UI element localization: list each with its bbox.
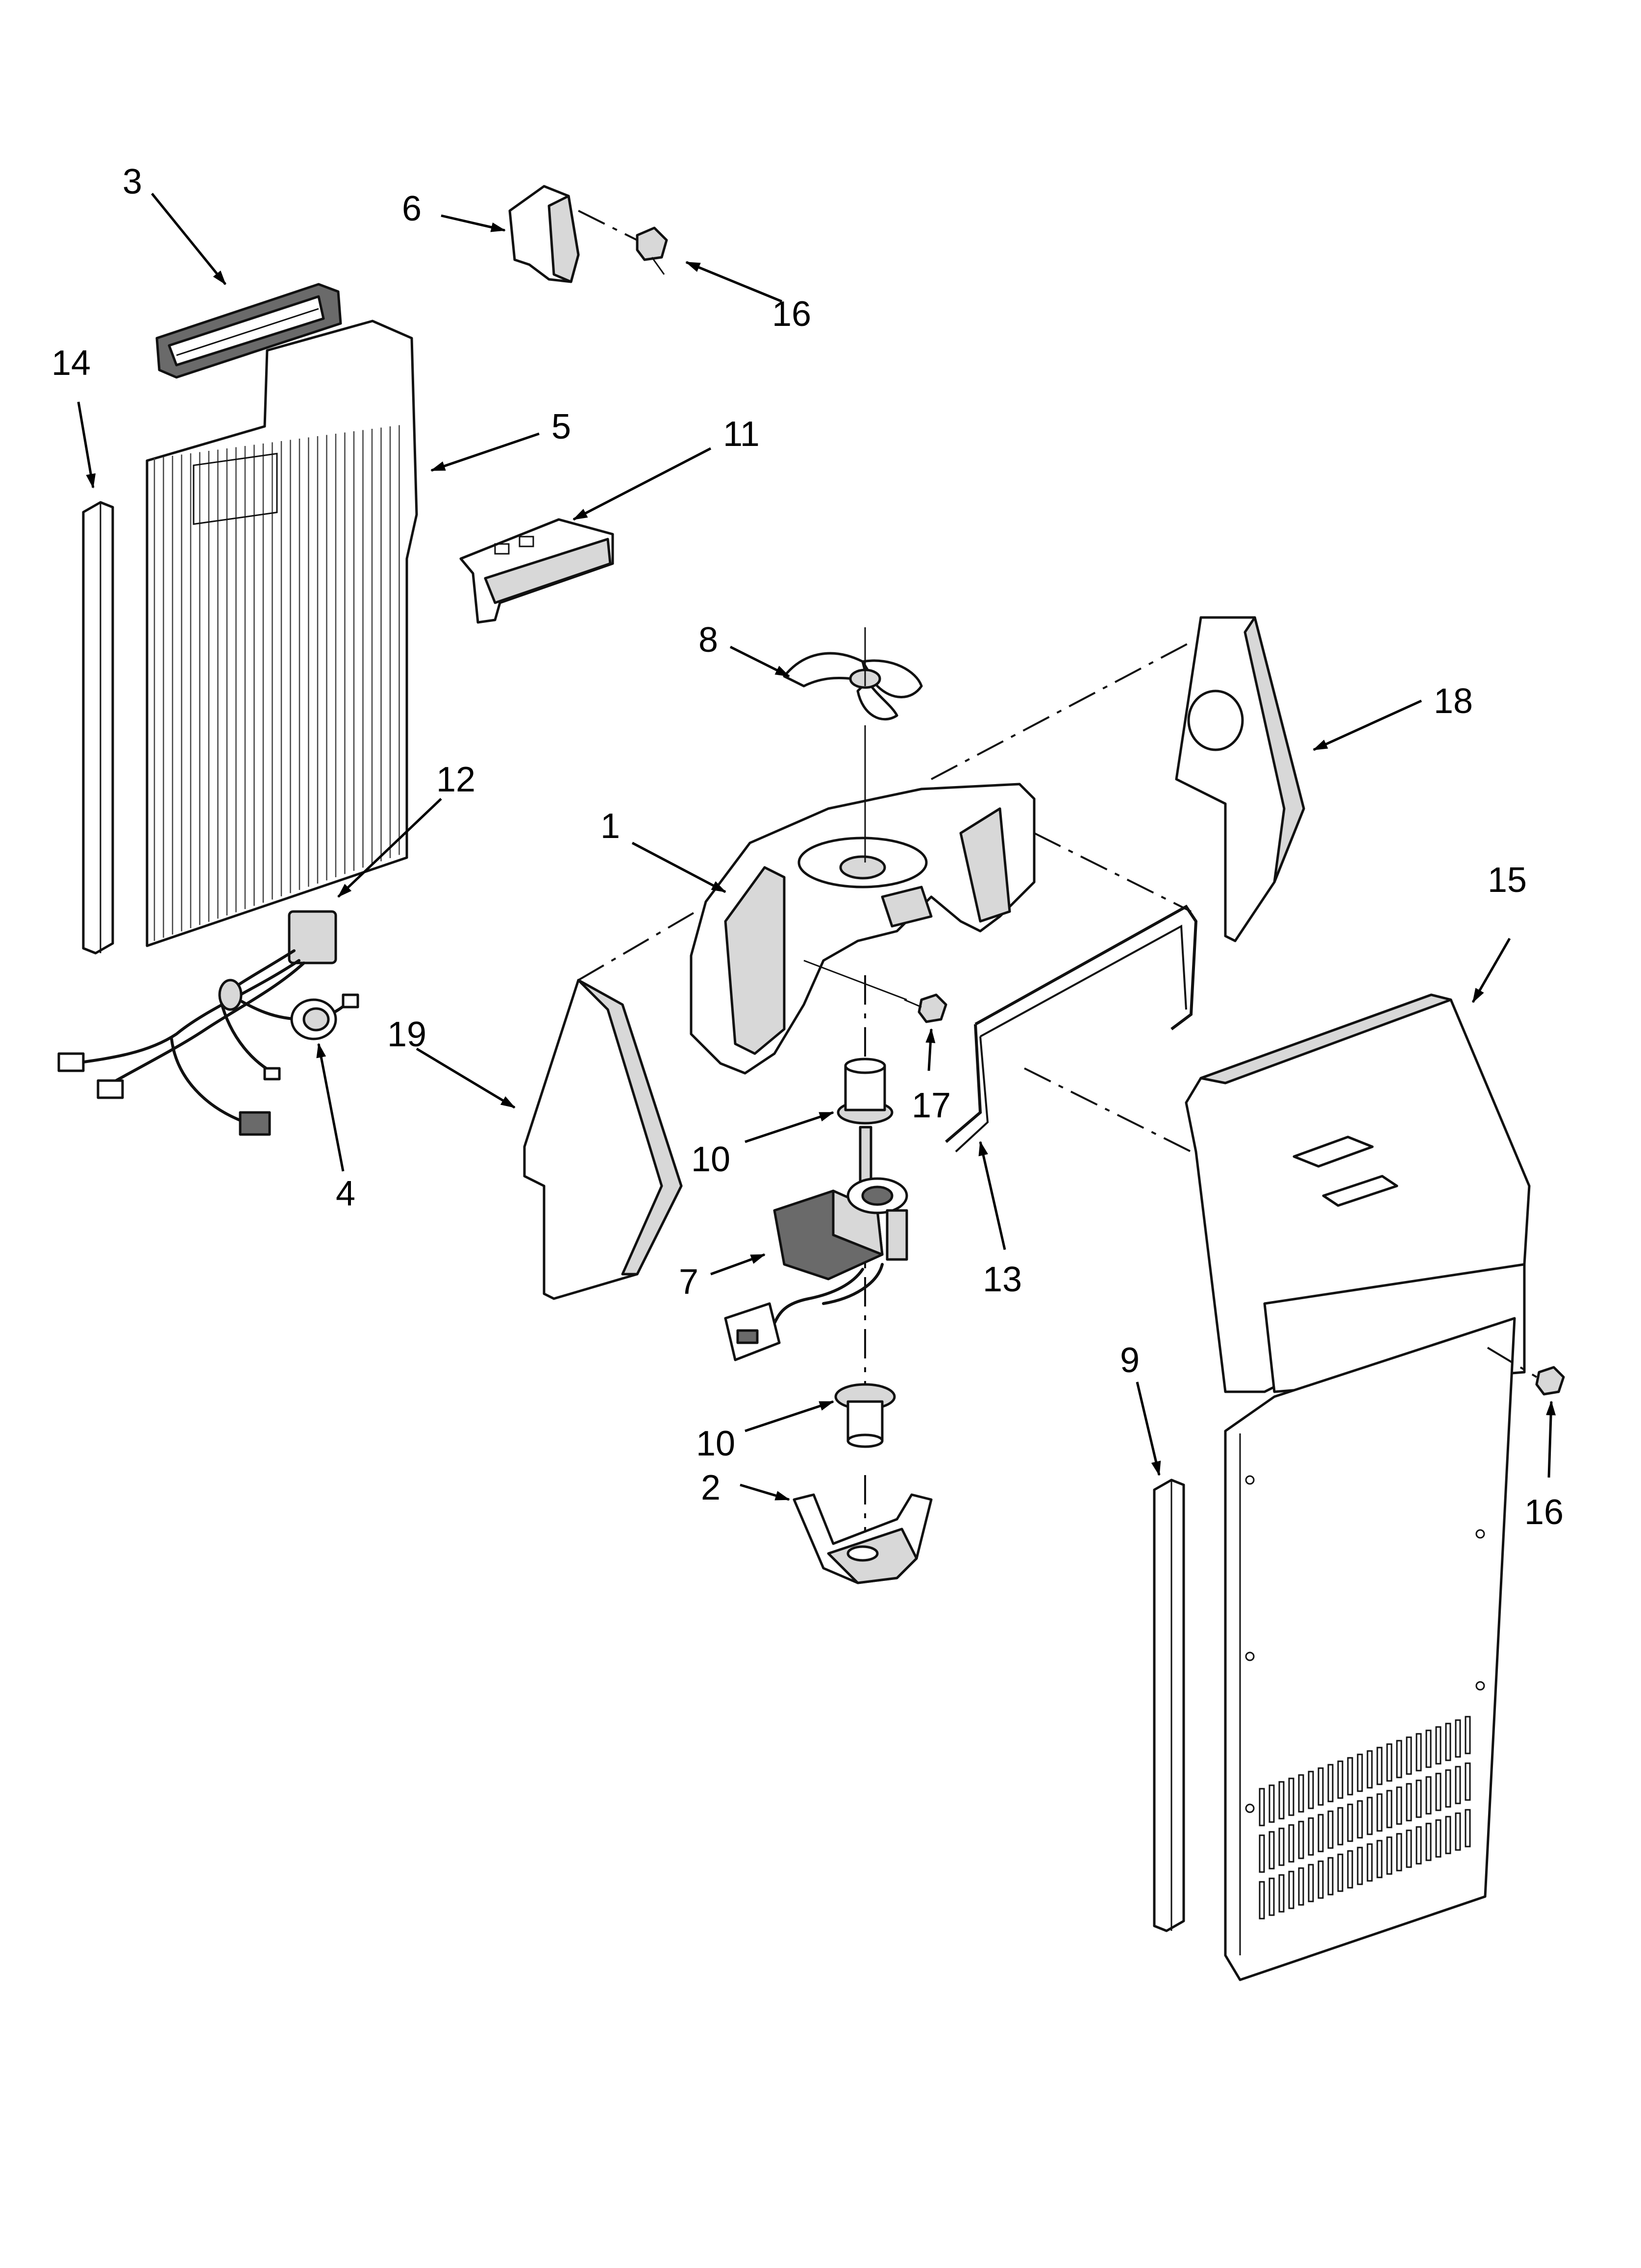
part-15-rear-panel xyxy=(1185,993,1531,1981)
callout-10-upper: 10 xyxy=(691,1140,730,1179)
callout-8: 8 xyxy=(698,620,718,660)
callout-3: 3 xyxy=(123,162,142,201)
part-6-block xyxy=(508,185,580,283)
part-7-motor xyxy=(724,1126,908,1361)
callout-10-lower: 10 xyxy=(696,1424,735,1463)
part-19-gasket xyxy=(523,979,683,1300)
callout-4: 4 xyxy=(336,1174,355,1213)
part-14-strip xyxy=(82,501,114,955)
callout-5: 5 xyxy=(551,407,571,446)
part-16-screw-right xyxy=(1487,1347,1565,1396)
part-2-motor-bracket xyxy=(793,1493,933,1584)
callout-9: 9 xyxy=(1120,1341,1140,1380)
part-17-screw xyxy=(803,960,947,1023)
part-16-screw-top xyxy=(578,210,668,275)
part-10-grommet-upper xyxy=(837,1058,894,1125)
callout-16-right: 16 xyxy=(1524,1493,1564,1532)
part-12-wire-harness xyxy=(57,910,359,1136)
part-18-gasket xyxy=(1175,616,1305,942)
part-11-bracket xyxy=(459,518,614,624)
callout-19: 19 xyxy=(387,1015,426,1054)
callout-15: 15 xyxy=(1488,861,1527,900)
part-1-fan-housing xyxy=(690,783,1036,1075)
callout-18: 18 xyxy=(1434,682,1473,721)
part-13-wire-frame xyxy=(945,905,1198,1153)
callout-labels: 1 2 3 4 5 6 7 8 9 10 10 11 12 13 14 15 1… xyxy=(51,162,1564,1532)
part-3-bracket xyxy=(155,283,342,379)
callout-13: 13 xyxy=(983,1260,1022,1299)
part-10-grommet-lower xyxy=(834,1383,896,1448)
part-9-strip xyxy=(1153,1479,1185,1932)
callout-7: 7 xyxy=(679,1262,698,1302)
callout-2: 2 xyxy=(701,1468,721,1507)
callout-16-top: 16 xyxy=(772,295,811,334)
part-8-fan-blade xyxy=(783,627,923,721)
callout-11: 11 xyxy=(723,415,760,454)
callout-14: 14 xyxy=(51,344,91,383)
callout-17: 17 xyxy=(912,1086,951,1125)
part-5-evaporator-cover xyxy=(146,320,418,947)
leader-lines xyxy=(77,193,1556,1501)
callout-1: 1 xyxy=(600,807,620,846)
callout-6: 6 xyxy=(402,189,422,228)
callout-12: 12 xyxy=(436,760,475,799)
